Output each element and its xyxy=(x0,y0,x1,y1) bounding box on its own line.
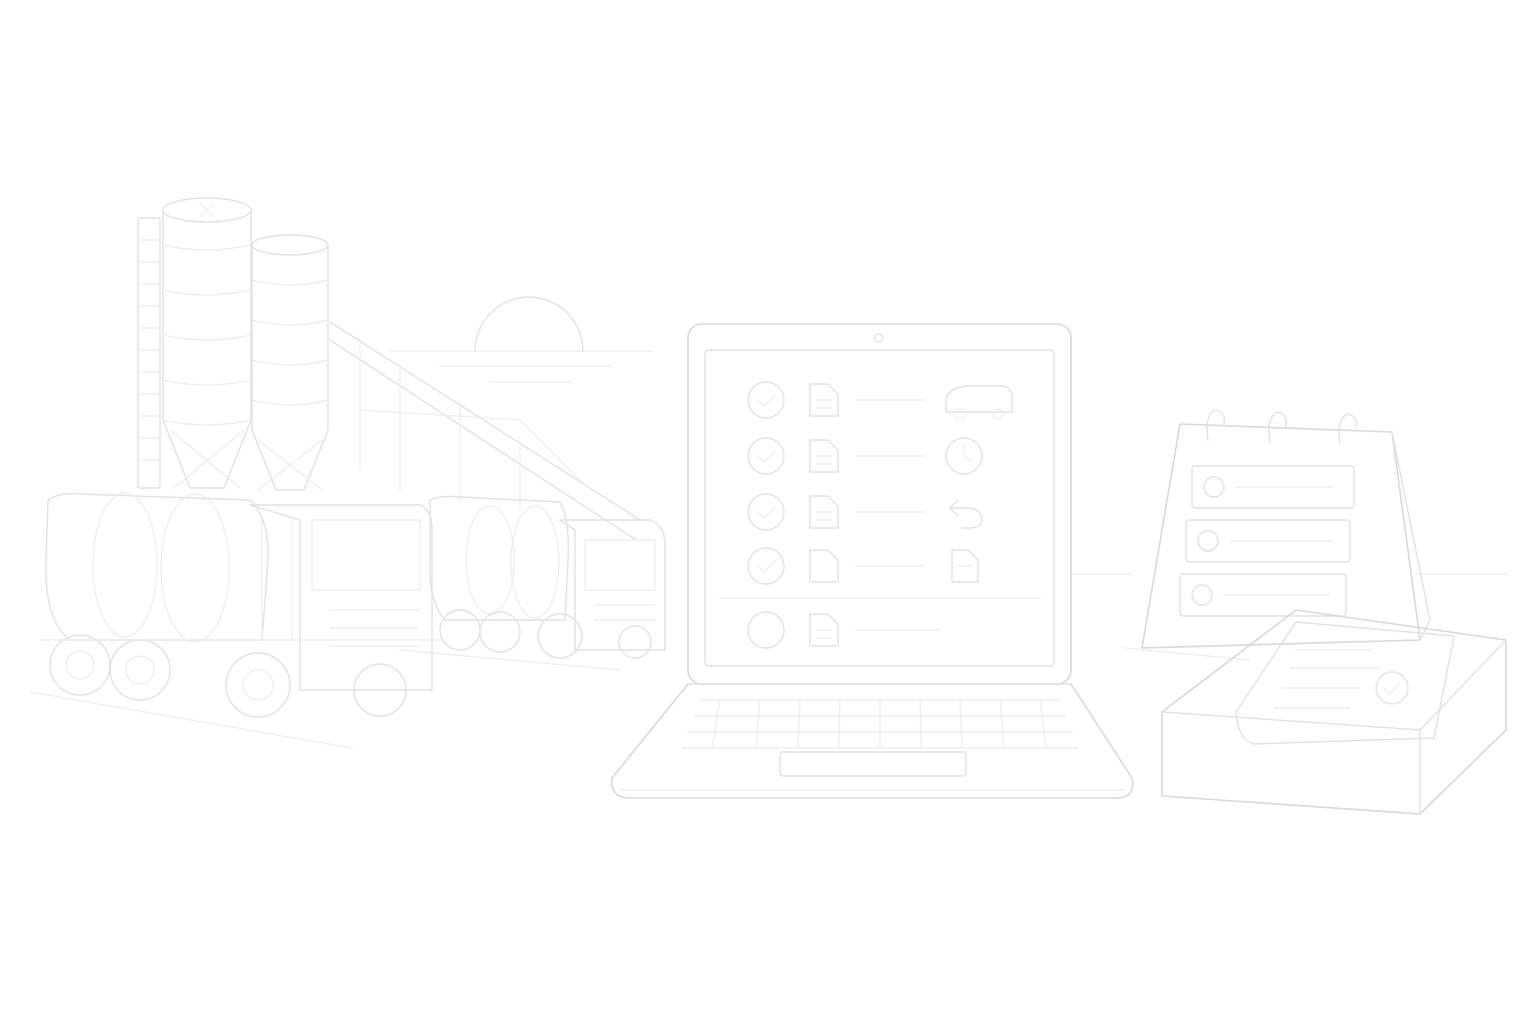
circle-icon xyxy=(747,611,785,649)
short-silo xyxy=(251,234,329,491)
laptop xyxy=(611,323,1134,799)
receipt-paper xyxy=(1235,621,1455,745)
concrete-plant xyxy=(29,197,666,749)
receipt-printer xyxy=(1161,609,1507,815)
mixer-truck-front xyxy=(39,492,441,718)
dashboard-row xyxy=(747,437,983,475)
return-arrow-icon xyxy=(949,499,983,529)
radio-icon xyxy=(1203,476,1225,498)
binder-ring xyxy=(1268,411,1288,443)
laptop-screen xyxy=(704,349,1055,667)
check-icon xyxy=(747,437,785,475)
laptop-camera xyxy=(874,333,884,343)
ground-line xyxy=(399,649,621,671)
conveyor-belt xyxy=(329,321,641,541)
mixer-truck-back xyxy=(429,495,666,659)
check-icon xyxy=(747,493,785,531)
calendar-row xyxy=(1185,519,1351,563)
order-dashboard xyxy=(719,381,1041,649)
binder-ring xyxy=(1338,413,1358,445)
dashboard-row xyxy=(747,611,941,649)
dashboard-row xyxy=(747,547,979,585)
radio-icon xyxy=(1197,530,1219,552)
check-icon xyxy=(747,547,785,585)
document-icon xyxy=(809,495,839,529)
clock-icon xyxy=(945,437,983,475)
calendar-row xyxy=(1179,573,1347,617)
desk-set xyxy=(1071,409,1507,815)
silo-ladder xyxy=(137,217,161,489)
laptop-base xyxy=(611,683,1134,799)
ground-line xyxy=(29,691,353,749)
document-icon xyxy=(951,549,979,583)
calendar-row xyxy=(1191,465,1355,509)
document-icon xyxy=(809,613,839,647)
document-icon xyxy=(809,383,839,417)
truck-icon xyxy=(945,385,1013,413)
ground-line xyxy=(1123,647,1251,661)
binder-ring xyxy=(1206,409,1226,441)
dashboard-row xyxy=(747,381,1013,420)
laptop-keyboard xyxy=(681,699,1079,749)
document-icon xyxy=(809,549,839,583)
document-icon xyxy=(809,439,839,473)
laptop-trackpad xyxy=(779,751,967,777)
desk-calendar xyxy=(1141,409,1431,649)
tall-silo xyxy=(162,197,252,489)
check-icon xyxy=(747,381,785,419)
radio-icon xyxy=(1191,584,1213,606)
sun-dome xyxy=(474,296,584,352)
dashboard-row xyxy=(747,493,983,531)
check-icon xyxy=(1375,671,1409,705)
